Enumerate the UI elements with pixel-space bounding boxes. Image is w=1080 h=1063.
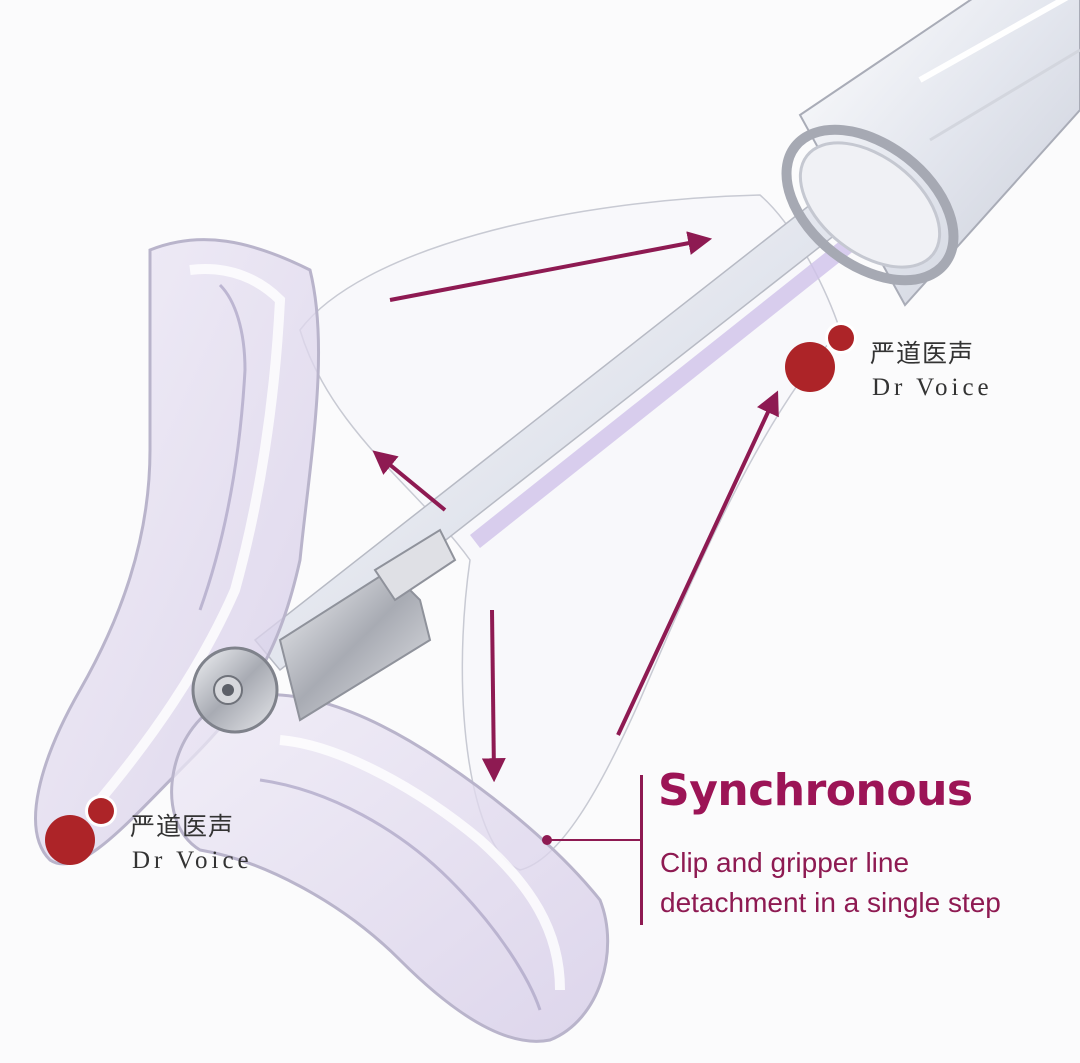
catheter-handle: [781, 0, 1080, 307]
dr-voice-logo-icon: [785, 342, 835, 392]
caption-divider: [640, 775, 643, 925]
caption-body-line: Clip and gripper line: [660, 847, 910, 878]
watermark-chinese-text: 严道医声: [870, 339, 975, 368]
watermark-logo: 严道医声 Dr Voice: [40, 795, 280, 885]
watermark-logo: 严道医声 Dr Voice: [780, 322, 1020, 412]
arrow-icon: [389, 231, 713, 302]
caption-connector: [542, 835, 640, 845]
metal-hinge: [191, 528, 457, 734]
watermark-english-text: Dr Voice: [872, 374, 993, 401]
caption-body-line: detachment in a single step: [660, 887, 1001, 918]
watermark-chinese-text: 严道医声: [130, 812, 235, 841]
dr-voice-logo-icon: [88, 798, 114, 824]
flow-arrows: [372, 231, 779, 783]
arrow-icon: [481, 609, 506, 783]
caption-title: Synchronous: [658, 765, 973, 816]
dr-voice-logo-icon: [45, 815, 95, 865]
arrow-icon: [372, 450, 447, 512]
caption-body: Clip and gripper line detachment in a si…: [660, 843, 1070, 923]
clip-right-arm: [170, 693, 610, 1043]
watermark-english-text: Dr Voice: [132, 847, 253, 874]
arrow-icon: [616, 390, 779, 736]
dr-voice-logo-icon: [828, 325, 854, 351]
